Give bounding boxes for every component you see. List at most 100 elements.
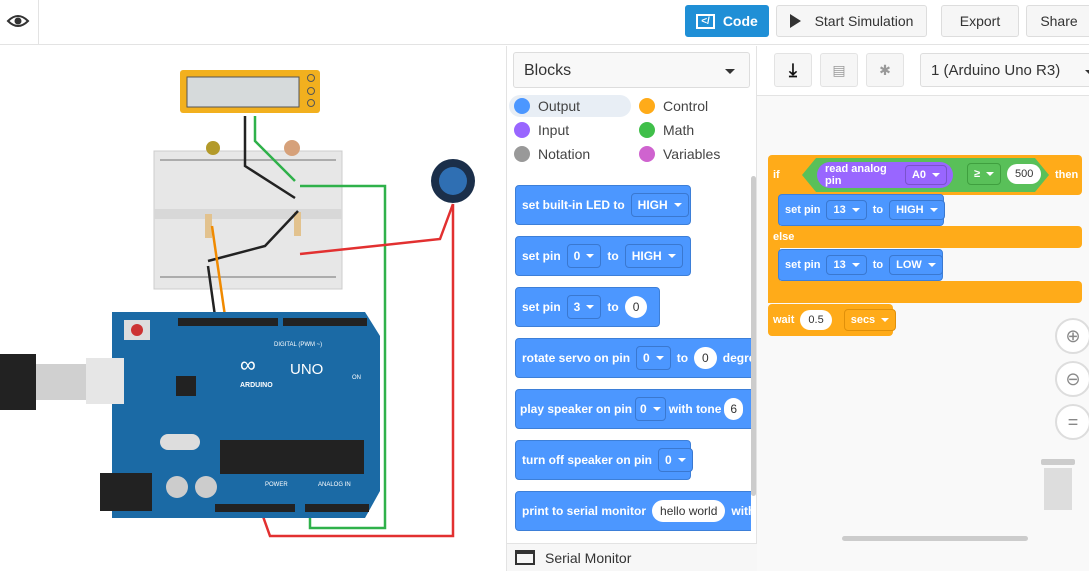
blocks-dropdown[interactable]: Blocks xyxy=(513,52,750,88)
category-variables[interactable]: Variables xyxy=(634,143,720,165)
blocks-list: set built-in LED to HIGH set pin 0 to HIGH s… xyxy=(507,171,751,543)
output-dot-icon xyxy=(514,98,530,114)
analog-pin-dropdown[interactable]: A0 xyxy=(904,165,947,185)
block-text: print to serial monitor xyxy=(522,504,647,518)
code-icon: </ xyxy=(696,13,715,29)
library-icon[interactable]: ▤ xyxy=(820,53,858,87)
then-label: then xyxy=(1055,169,1079,181)
zoom-reset-icon[interactable]: = xyxy=(1055,404,1089,440)
if-block-end xyxy=(768,281,1082,303)
pin-dropdown[interactable]: 0 xyxy=(566,244,602,268)
zoom-in-icon[interactable]: ⊕ xyxy=(1055,318,1089,354)
block-text: to xyxy=(872,204,884,216)
code-workspace[interactable]: ⤓ ▤ ✱ 1 (Arduino Uno R3) if read analog … xyxy=(757,46,1089,571)
pin-dropdown[interactable]: 0 xyxy=(658,448,693,472)
pin-dropdown[interactable]: 0 xyxy=(636,346,671,370)
block-rotate-servo[interactable]: rotate servo on pin 0 to 0 degre xyxy=(515,338,751,378)
wait-value-input[interactable]: 0.5 xyxy=(800,310,832,330)
category-label: Control xyxy=(663,98,709,114)
value-input[interactable]: 0 xyxy=(624,296,648,318)
block-turn-off-speaker[interactable]: turn off speaker on pin 0 xyxy=(515,440,693,480)
value-input[interactable]: 0 xyxy=(694,347,717,369)
block-set-builtin-led[interactable]: set built-in LED to HIGH xyxy=(515,185,691,225)
read-analog-label: read analog pin xyxy=(825,163,887,187)
control-dot-icon xyxy=(639,98,655,114)
if-block[interactable]: if read analog pin A0 ≥ 500 then xyxy=(768,155,1082,195)
pin-dropdown[interactable]: 0 xyxy=(635,397,666,421)
if-label: if xyxy=(773,169,780,181)
horizontal-scrollbar[interactable] xyxy=(842,536,1028,541)
export-button[interactable]: Export xyxy=(941,5,1019,37)
category-output[interactable]: Output xyxy=(509,95,631,117)
blocks-scrollbar[interactable] xyxy=(751,176,756,496)
read-analog-block[interactable]: read analog pin A0 xyxy=(817,162,953,188)
debugger-bug-icon[interactable]: ✱ xyxy=(866,53,904,87)
block-text: to xyxy=(676,351,689,365)
unit-dropdown[interactable]: secs xyxy=(843,309,897,331)
export-label: Export xyxy=(959,13,1001,29)
trash-icon[interactable] xyxy=(1041,459,1075,511)
code-label: Code xyxy=(722,13,758,29)
play-icon xyxy=(789,14,801,28)
category-input[interactable]: Input xyxy=(509,119,569,141)
value-input[interactable]: 6 xyxy=(724,398,744,420)
operator-dropdown[interactable]: ≥ xyxy=(967,163,1002,185)
state-dropdown[interactable]: HIGH xyxy=(624,244,683,268)
variables-dot-icon xyxy=(639,146,655,162)
category-notation[interactable]: Notation xyxy=(509,143,590,165)
category-label: Input xyxy=(538,122,570,138)
code-button[interactable]: </ Code xyxy=(685,5,769,37)
eye-icon[interactable] xyxy=(6,10,30,32)
pin-dropdown[interactable]: 13 xyxy=(826,200,867,220)
category-math[interactable]: Math xyxy=(634,119,694,141)
block-text: set built-in LED to xyxy=(522,198,625,212)
state-dropdown[interactable]: LOW xyxy=(889,255,943,275)
state-dropdown[interactable]: HIGH xyxy=(889,200,945,220)
photoresistor xyxy=(284,140,300,156)
category-label: Notation xyxy=(538,146,591,162)
category-control[interactable]: Control xyxy=(634,95,708,117)
pin-dropdown[interactable]: 13 xyxy=(826,255,867,275)
analog-header-label: ANALOG IN xyxy=(318,482,351,488)
infinity-logo: ∞ xyxy=(240,352,256,377)
download-icon[interactable]: ⤓ xyxy=(774,53,812,87)
start-simulation-button[interactable]: Start Simulation xyxy=(776,5,927,37)
value-input[interactable]: hello world xyxy=(652,500,726,522)
power-header-label: POWER xyxy=(265,482,288,488)
board-select[interactable]: 1 (Arduino Uno R3) xyxy=(920,53,1089,87)
circuit-canvas[interactable]: ∞ ARDUINO UNO DIGITAL (PWM ~) POWER ANAL… xyxy=(0,46,506,571)
board-select-value: 1 (Arduino Uno R3) xyxy=(931,62,1061,79)
block-text: play speaker on pin xyxy=(520,402,633,416)
notation-dot-icon xyxy=(514,146,530,162)
input-dot-icon xyxy=(514,122,530,138)
uno-label: UNO xyxy=(290,361,323,378)
block-text: turn off speaker on pin xyxy=(522,453,653,467)
caret-down-icon xyxy=(725,69,735,74)
serial-monitor-label: Serial Monitor xyxy=(545,549,632,566)
divider xyxy=(38,0,39,45)
serial-monitor-toggle[interactable]: Serial Monitor xyxy=(507,543,758,571)
share-button[interactable]: Share xyxy=(1026,5,1089,37)
caret-down-icon xyxy=(1085,70,1089,75)
state-dropdown[interactable]: HIGH xyxy=(630,193,689,217)
block-text: rotate servo on pin xyxy=(522,351,631,365)
category-label: Output xyxy=(538,98,581,114)
block-text: set pin xyxy=(522,249,561,263)
block-text: degre xyxy=(722,351,751,365)
zoom-out-icon[interactable]: ⊖ xyxy=(1055,361,1089,397)
breadboard-holes xyxy=(160,159,336,278)
resistor xyxy=(205,214,212,238)
block-text: set pin xyxy=(785,259,821,271)
blocks-panel: Blocks Output Control Input Math Notatio… xyxy=(506,46,758,571)
threshold-input[interactable]: 500 xyxy=(1007,164,1042,184)
start-simulation-label: Start Simulation xyxy=(814,13,914,29)
on-label: ON xyxy=(352,375,361,381)
pin-dropdown[interactable]: 3 xyxy=(566,295,602,319)
